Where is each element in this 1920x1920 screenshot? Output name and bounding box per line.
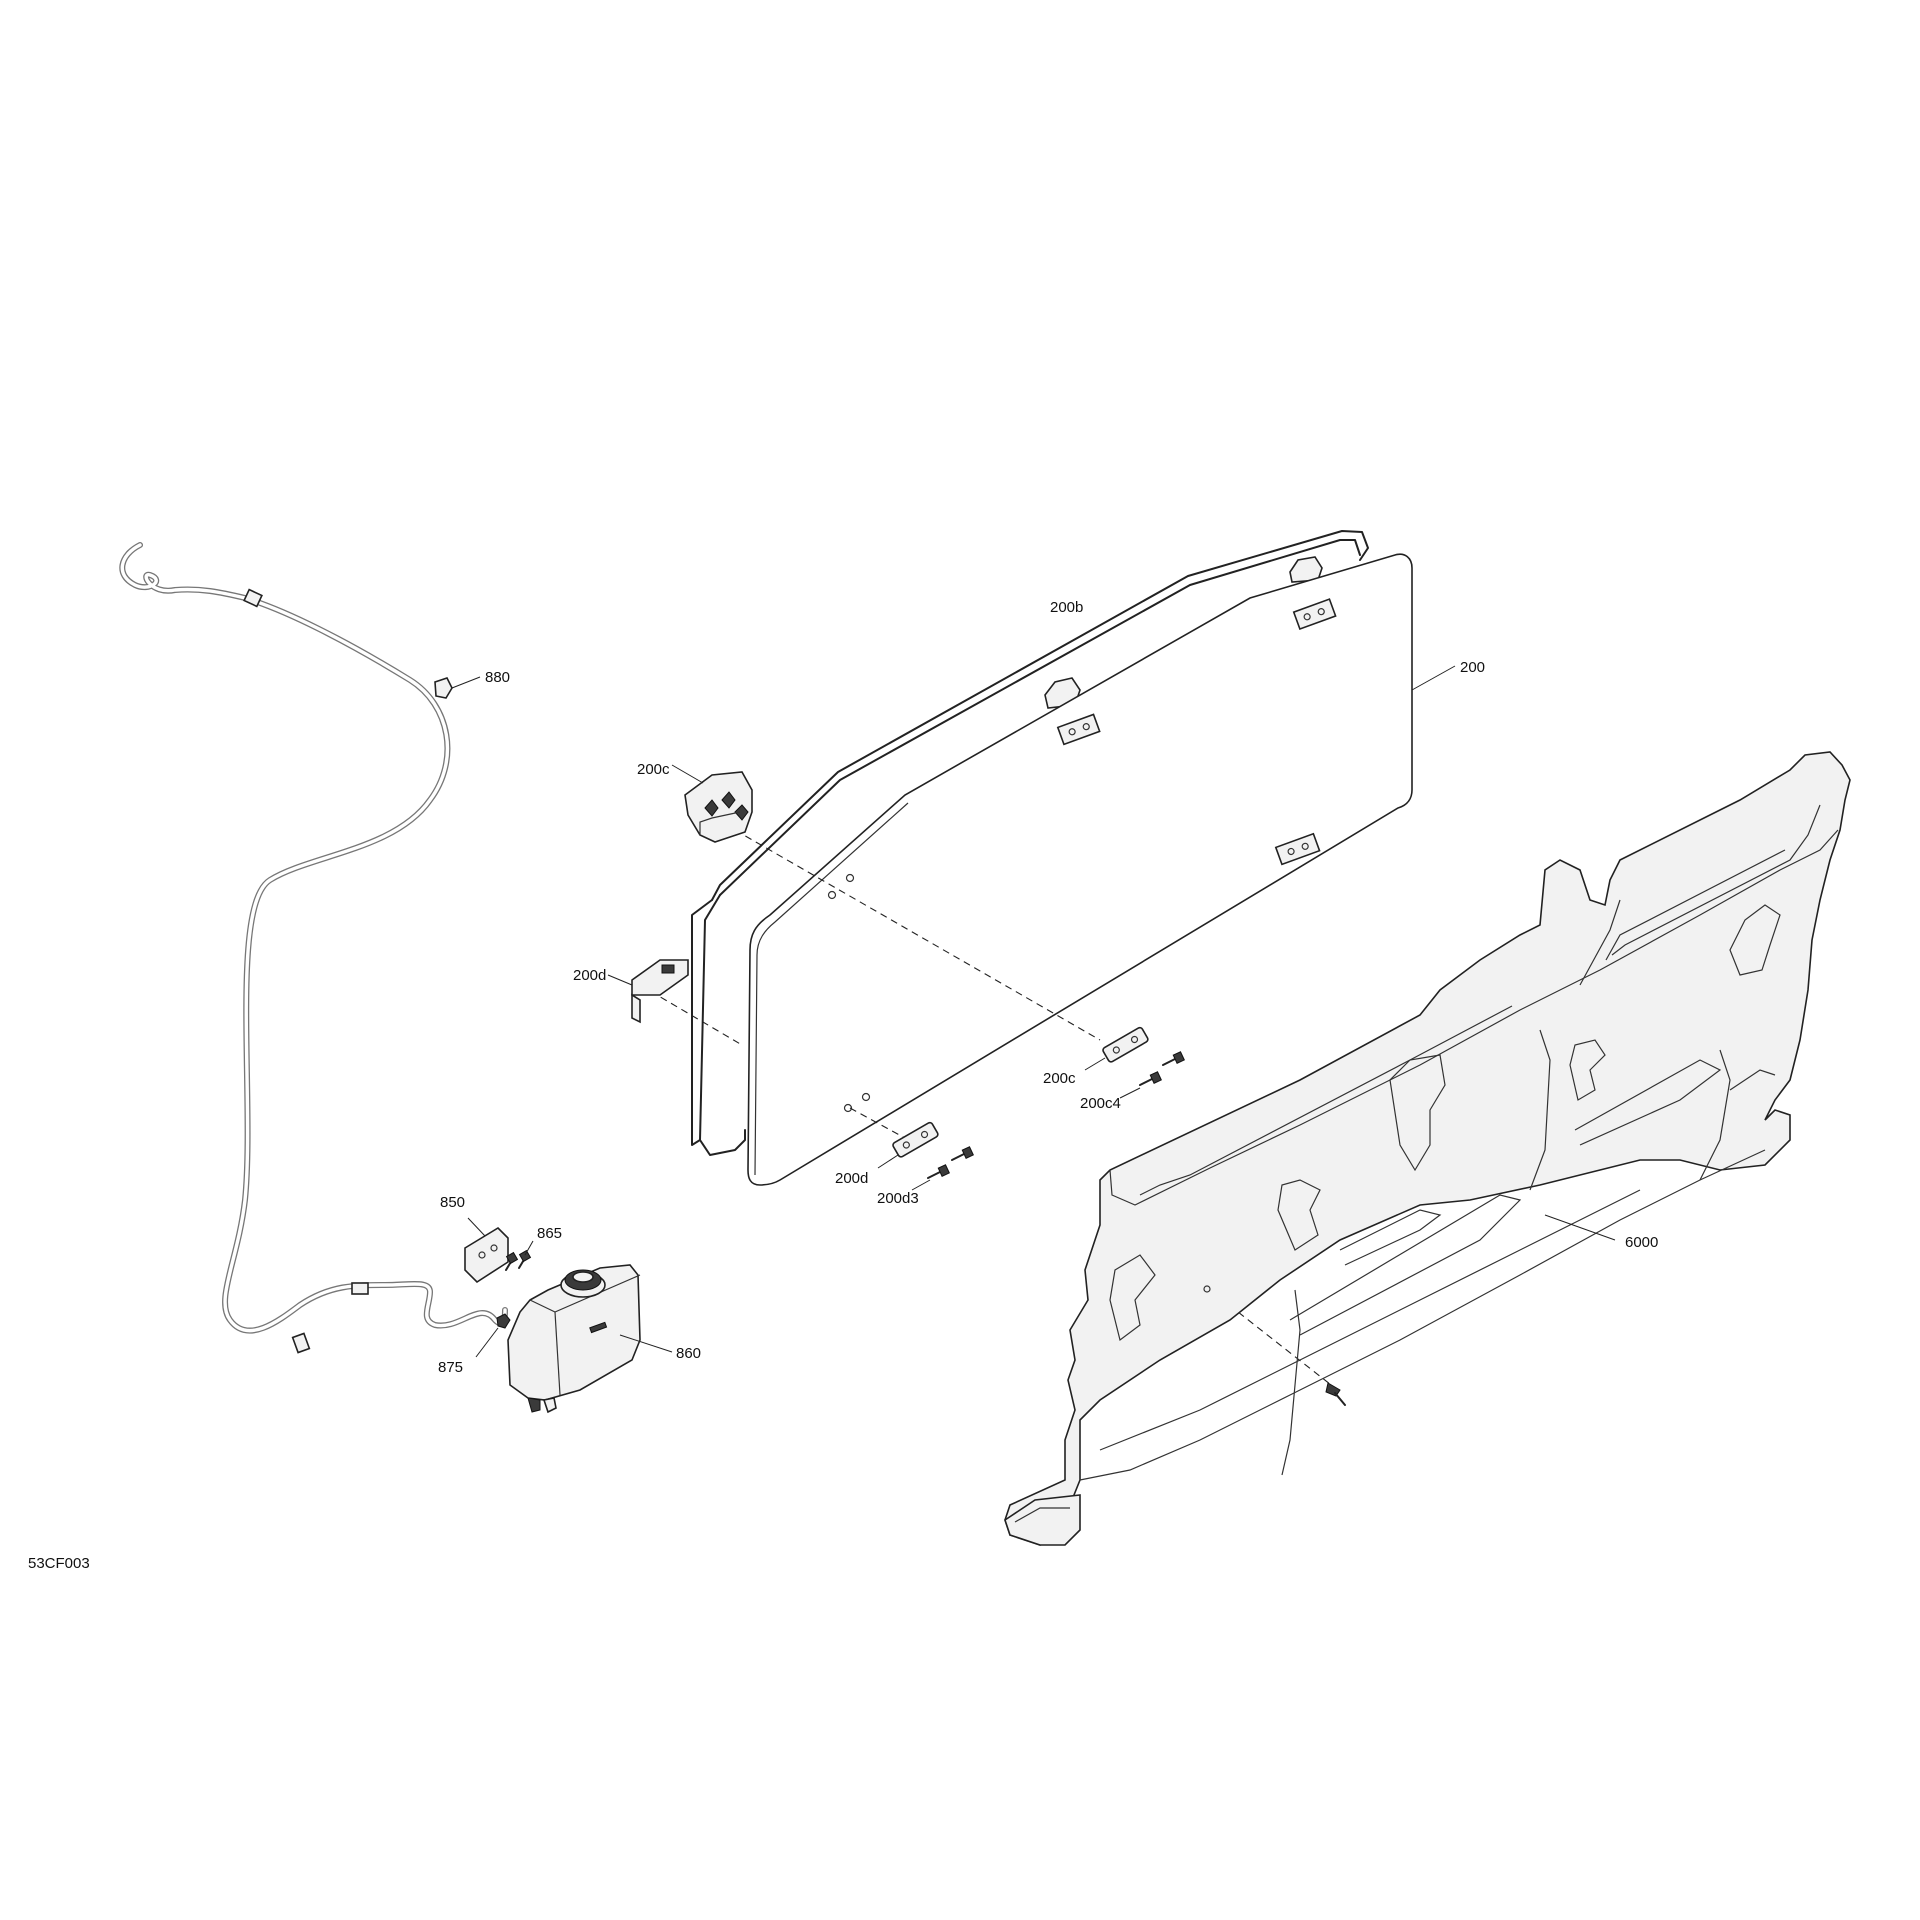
label-200b: 200b (1050, 599, 1083, 616)
label-875: 875 (438, 1359, 463, 1376)
label-200d3: 200d3 (877, 1190, 919, 1207)
screws-200d3 (911, 1146, 974, 1191)
label-865: 865 (537, 1225, 562, 1242)
diagram-reference-code: 53CF003 (28, 1555, 90, 1572)
latch-plate-200d (877, 1121, 939, 1169)
window-panel-200 (747, 553, 1456, 1186)
screws-200c4 (1119, 1051, 1185, 1099)
label-200d-lower: 200d (573, 967, 606, 984)
nut-875 (475, 1313, 511, 1358)
label-200: 200 (1460, 659, 1485, 676)
screws-865 (505, 1240, 534, 1271)
washer-hose (119, 542, 508, 1354)
label-200d-plate: 200d (835, 1170, 868, 1187)
latch-plate-200c (1084, 1026, 1149, 1071)
washer-reservoir-860 (507, 1264, 673, 1414)
label-880: 880 (485, 669, 510, 686)
bracket-850 (464, 1217, 509, 1284)
callout-labels: 200b 200 880 200c 200d 200c 200c4 200d 2… (28, 599, 1658, 1572)
rear-panel-6000 (1004, 751, 1851, 1546)
label-200c-upper: 200c (637, 761, 670, 778)
label-860: 860 (676, 1345, 701, 1362)
latch-200c-upper (671, 764, 753, 843)
label-6000: 6000 (1625, 1234, 1658, 1251)
latch-200d-lower (607, 959, 689, 1024)
clip-880 (434, 676, 481, 699)
label-850: 850 (440, 1194, 465, 1211)
label-200c4: 200c4 (1080, 1095, 1121, 1112)
label-200c-plate: 200c (1043, 1070, 1076, 1087)
